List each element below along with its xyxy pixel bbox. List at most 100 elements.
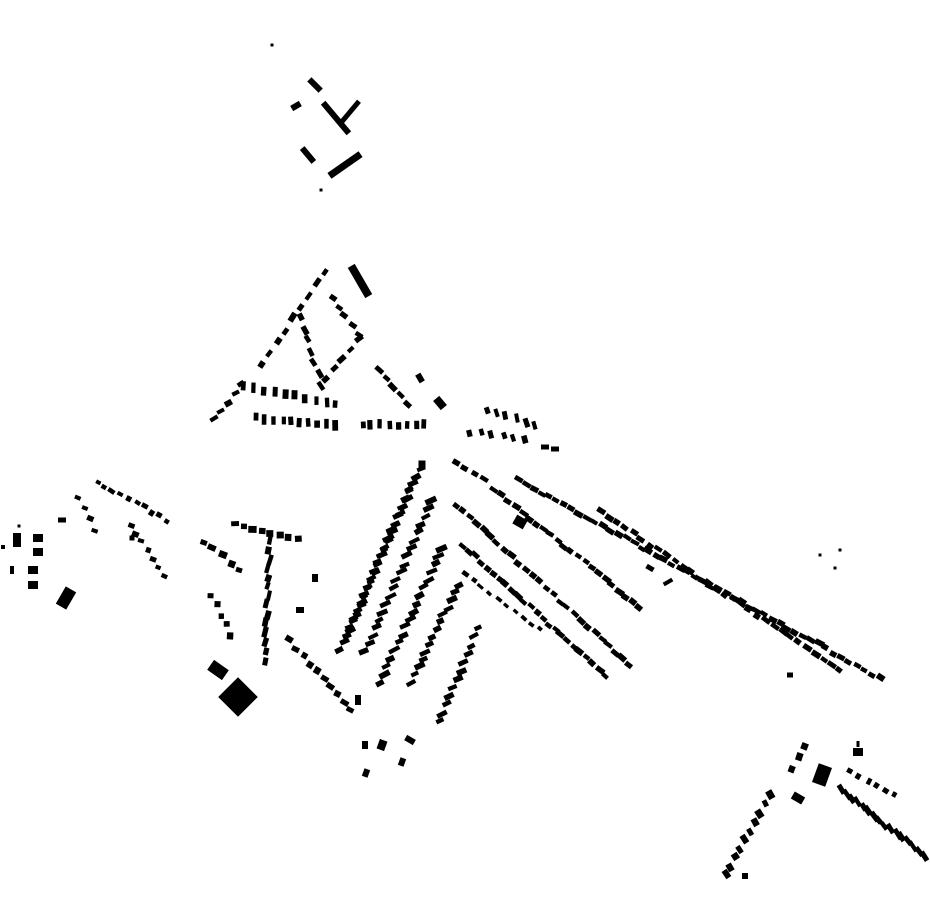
- building: [591, 627, 602, 638]
- building: [319, 188, 323, 192]
- building: [375, 679, 385, 688]
- building: [397, 631, 409, 641]
- building: [405, 543, 418, 552]
- building: [404, 420, 410, 429]
- building: [512, 590, 524, 602]
- building: [303, 334, 312, 344]
- building: [140, 502, 149, 510]
- building: [522, 417, 531, 428]
- building: [327, 151, 363, 179]
- building: [433, 395, 447, 411]
- building: [399, 621, 411, 630]
- building: [325, 681, 336, 691]
- building: [512, 558, 523, 569]
- building: [739, 833, 750, 845]
- building: [207, 659, 229, 681]
- building: [413, 590, 425, 601]
- building: [312, 665, 322, 676]
- building: [13, 533, 21, 547]
- building: [315, 368, 325, 379]
- building: [662, 577, 674, 587]
- building: [846, 793, 857, 805]
- building: [521, 480, 532, 489]
- building: [384, 654, 396, 664]
- building: [856, 741, 860, 747]
- building: [635, 534, 646, 544]
- building: [445, 594, 459, 605]
- building: [582, 622, 592, 632]
- building: [604, 513, 615, 523]
- building: [593, 568, 604, 578]
- building: [394, 637, 404, 646]
- building: [273, 336, 283, 346]
- building: [574, 552, 583, 560]
- building: [441, 699, 452, 708]
- building: [499, 578, 510, 589]
- building: [262, 647, 270, 656]
- building: [407, 607, 420, 618]
- building: [305, 660, 315, 670]
- building: [395, 566, 408, 576]
- building: [521, 565, 531, 575]
- building: [375, 551, 386, 559]
- building: [299, 146, 317, 164]
- building: [582, 557, 591, 566]
- building: [334, 645, 344, 655]
- building: [570, 609, 580, 619]
- building: [751, 606, 762, 616]
- building: [767, 615, 778, 625]
- building: [376, 738, 388, 752]
- building: [622, 533, 632, 542]
- building: [541, 444, 549, 450]
- building: [376, 608, 389, 618]
- building: [452, 501, 461, 510]
- building: [261, 626, 269, 638]
- building: [836, 653, 846, 662]
- building: [216, 407, 225, 415]
- building: [365, 574, 377, 583]
- building: [95, 479, 102, 486]
- building: [420, 512, 431, 521]
- building: [520, 614, 528, 622]
- building: [127, 522, 136, 529]
- building: [606, 580, 616, 589]
- building: [415, 372, 425, 384]
- building: [300, 651, 309, 660]
- building: [565, 546, 574, 555]
- building: [264, 573, 273, 583]
- building: [284, 634, 295, 644]
- building: [703, 577, 714, 588]
- building: [253, 412, 259, 421]
- building: [262, 598, 270, 609]
- building: [257, 360, 266, 369]
- building: [395, 422, 402, 430]
- building: [339, 637, 350, 646]
- building: [58, 517, 66, 523]
- building: [28, 581, 38, 589]
- building: [645, 563, 655, 573]
- building: [527, 621, 535, 628]
- building: [240, 381, 246, 391]
- building: [468, 631, 479, 640]
- building: [512, 608, 519, 615]
- building: [770, 622, 781, 632]
- building: [470, 469, 480, 478]
- building: [312, 574, 318, 582]
- building: [783, 631, 795, 641]
- building: [493, 408, 500, 418]
- building: [765, 789, 776, 801]
- building: [642, 545, 654, 556]
- building: [435, 617, 445, 626]
- building: [616, 652, 628, 663]
- building: [344, 625, 357, 636]
- building: [461, 569, 470, 578]
- building: [502, 497, 513, 506]
- building: [528, 571, 538, 580]
- building: [852, 795, 863, 808]
- building: [308, 357, 318, 368]
- building: [116, 490, 124, 498]
- building: [425, 567, 438, 576]
- building: [290, 100, 302, 112]
- building: [529, 484, 540, 494]
